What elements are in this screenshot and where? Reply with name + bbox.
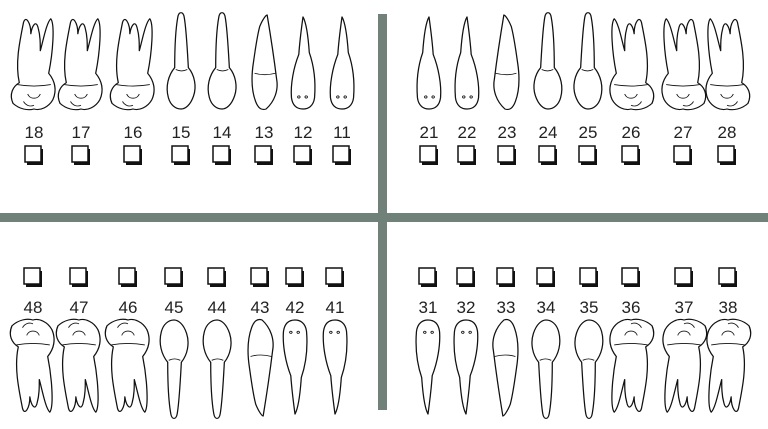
tooth-number-28: 28 — [718, 123, 737, 142]
tooth-number-24: 24 — [539, 123, 558, 142]
tooth-37-checkbox[interactable] — [675, 268, 693, 287]
tooth-number-32: 32 — [457, 298, 476, 317]
tooth-31-checkbox[interactable] — [419, 268, 437, 287]
tooth-number-41: 41 — [326, 298, 345, 317]
tooth-48-checkbox[interactable] — [24, 268, 42, 287]
tooth-46-checkbox[interactable] — [119, 268, 137, 287]
tooth-number-44: 44 — [208, 298, 227, 317]
tooth-number-16: 16 — [124, 123, 143, 142]
tooth-number-36: 36 — [622, 298, 641, 317]
tooth-number-37: 37 — [675, 298, 694, 317]
tooth-28-checkbox[interactable] — [718, 146, 736, 165]
tooth-number-48: 48 — [24, 298, 43, 317]
tooth-number-27: 27 — [674, 123, 693, 142]
tooth-number-43: 43 — [251, 298, 270, 317]
tooth-43-checkbox[interactable] — [251, 268, 269, 287]
tooth-number-46: 46 — [119, 298, 138, 317]
tooth-26-checkbox[interactable] — [622, 146, 640, 165]
tooth-number-42: 42 — [286, 298, 305, 317]
tooth-number-35: 35 — [580, 298, 599, 317]
tooth-23-checkbox[interactable] — [498, 146, 516, 165]
tooth-47-checkbox[interactable] — [70, 268, 88, 287]
tooth-22-checkbox[interactable] — [458, 146, 476, 165]
tooth-38-checkbox[interactable] — [719, 268, 737, 287]
tooth-11-checkbox[interactable] — [333, 146, 351, 165]
tooth-number-38: 38 — [719, 298, 738, 317]
tooth-number-12: 12 — [294, 123, 313, 142]
tooth-36-checkbox[interactable] — [622, 268, 640, 287]
tooth-number-22: 22 — [458, 123, 477, 142]
tooth-number-23: 23 — [498, 123, 517, 142]
tooth-35-checkbox[interactable] — [580, 268, 598, 287]
tooth-number-21: 21 — [420, 123, 439, 142]
tooth-41-checkbox[interactable] — [326, 268, 344, 287]
tooth-number-47: 47 — [70, 298, 89, 317]
tooth-16-checkbox[interactable] — [124, 146, 142, 165]
tooth-17-checkbox[interactable] — [72, 146, 90, 165]
tooth-number-26: 26 — [622, 123, 641, 142]
tooth-42-checkbox[interactable] — [286, 268, 304, 287]
tooth-number-31: 31 — [419, 298, 438, 317]
tooth-number-25: 25 — [579, 123, 598, 142]
tooth-27-checkbox[interactable] — [674, 146, 692, 165]
tooth-number-18: 18 — [25, 123, 44, 142]
tooth-number-14: 14 — [213, 123, 232, 142]
tooth-14-checkbox[interactable] — [213, 146, 231, 165]
tooth-number-17: 17 — [72, 123, 91, 142]
tooth-33-checkbox[interactable] — [497, 268, 515, 287]
tooth-24-checkbox[interactable] — [539, 146, 557, 165]
vertical-divider — [378, 14, 387, 410]
tooth-number-11: 11 — [333, 123, 351, 142]
tooth-number-34: 34 — [537, 298, 556, 317]
tooth-number-45: 45 — [165, 298, 184, 317]
tooth-number-33: 33 — [497, 298, 516, 317]
tooth-25-checkbox[interactable] — [579, 146, 597, 165]
tooth-number-13: 13 — [255, 123, 274, 142]
tooth-34-checkbox[interactable] — [537, 268, 555, 287]
tooth-13-checkbox[interactable] — [255, 146, 273, 165]
tooth-21-checkbox[interactable] — [420, 146, 438, 165]
tooth-number-15: 15 — [172, 123, 191, 142]
tooth-45-checkbox[interactable] — [165, 268, 183, 287]
tooth-12-checkbox[interactable] — [294, 146, 312, 165]
tooth-15-checkbox[interactable] — [172, 146, 190, 165]
tooth-32-checkbox[interactable] — [457, 268, 475, 287]
tooth-18-checkbox[interactable] — [25, 146, 43, 165]
tooth-44-checkbox[interactable] — [208, 268, 226, 287]
